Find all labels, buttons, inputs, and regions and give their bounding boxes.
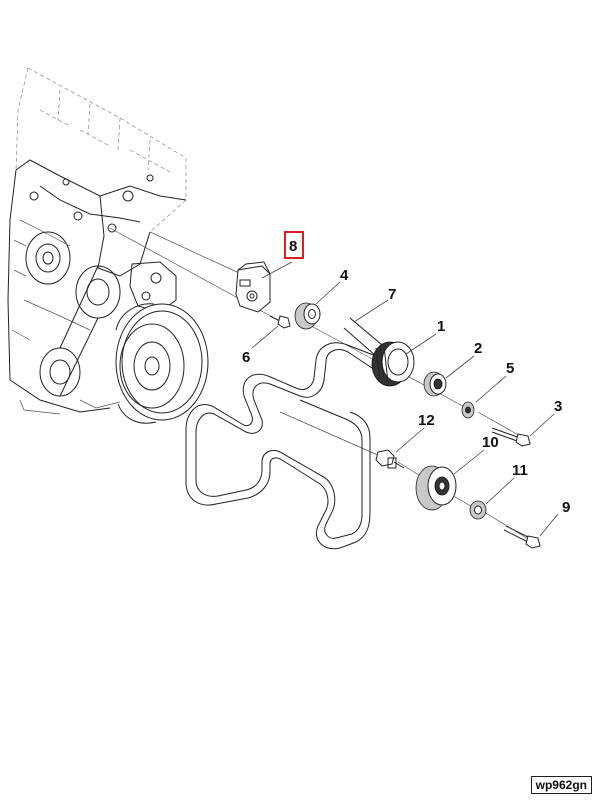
- bolt-9: [503, 525, 541, 549]
- idler-bracket: [235, 261, 271, 313]
- callout-10: 10: [482, 434, 499, 451]
- callout-1: 1: [437, 318, 445, 335]
- callout-leaders: [251, 261, 559, 537]
- callout-12: 12: [418, 412, 435, 429]
- washer-5: [461, 401, 475, 419]
- grooved-pulley: [371, 341, 415, 387]
- callout-7: 7: [388, 286, 396, 303]
- drawing-code-label: wp962gn: [530, 776, 592, 794]
- washer-11: [469, 500, 487, 520]
- callout-5: 5: [506, 360, 514, 377]
- spacer: [294, 302, 321, 330]
- stud-fitting: [375, 449, 405, 469]
- bolt-3: [491, 427, 531, 447]
- bolt-6: [269, 315, 291, 329]
- bearing: [423, 371, 447, 397]
- callout-2: 2: [474, 340, 482, 357]
- highlighted-callout-frame: [284, 231, 304, 259]
- crankshaft-pulley: [115, 303, 209, 424]
- callout-8: 8: [289, 238, 297, 255]
- serpentine-belt: [185, 317, 391, 550]
- callout-6: 6: [242, 349, 250, 366]
- callout-11: 11: [512, 462, 528, 479]
- callout-4: 4: [340, 267, 349, 284]
- callout-labels: 1 2 3 4 5 6 7 8 9 10 11 12: [242, 238, 570, 516]
- callout-3: 3: [554, 398, 562, 415]
- callout-9: 9: [562, 499, 570, 516]
- engine-block: [7, 67, 187, 415]
- tensioner-pulley: [415, 465, 457, 511]
